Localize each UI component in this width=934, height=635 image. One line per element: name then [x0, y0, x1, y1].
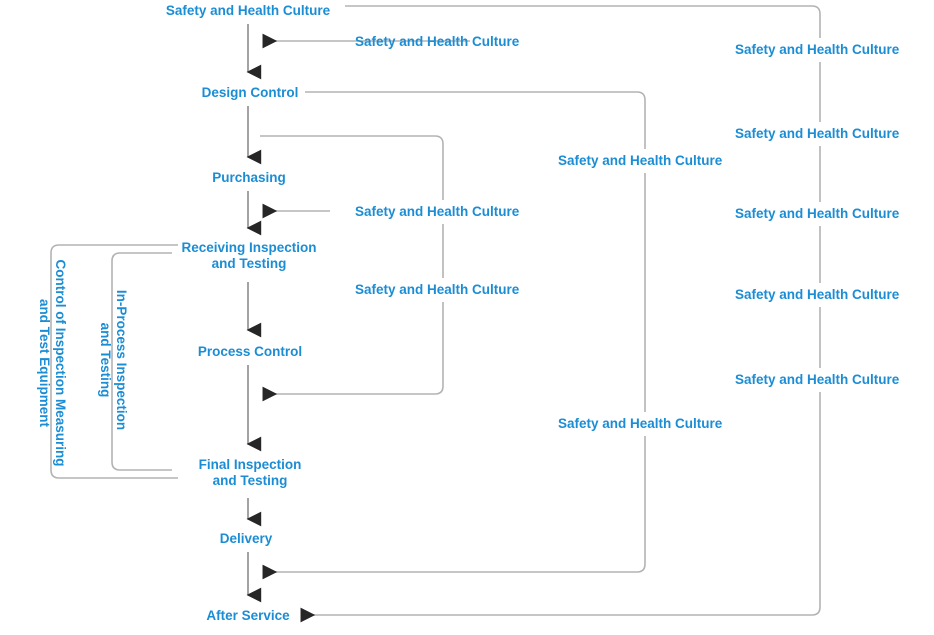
inner-loop-bottom-to-process-control [262, 302, 444, 402]
mid-loop-bottom-to-delivery [262, 436, 646, 580]
culture-label-right-2[interactable]: Safety and Health Culture [735, 126, 900, 141]
node-safety-and-health-culture[interactable]: Safety and Health Culture [165, 3, 331, 18]
outer-loop-top-segment [345, 5, 821, 38]
culture-label-mid-1[interactable]: Safety and Health Culture [558, 153, 723, 168]
node-process-control[interactable]: Process Control [197, 344, 303, 359]
left-bracket-connectors [50, 244, 178, 479]
culture-label-right-4[interactable]: Safety and Health Culture [735, 287, 900, 302]
culture-label-right-3[interactable]: Safety and Health Culture [735, 206, 900, 221]
culture-label-right-1[interactable]: Safety and Health Culture [735, 42, 900, 57]
node-purchasing[interactable]: Purchasing [212, 170, 286, 185]
bracket-in-process-inspection [111, 252, 172, 471]
node-final-inspection-and-testing[interactable]: Final Inspection and Testing [198, 457, 302, 488]
inner-loop-from-purchasing [260, 135, 444, 200]
inner-feedback-loop [260, 135, 444, 402]
node-design-control[interactable]: Design Control [201, 85, 299, 100]
node-delivery[interactable]: Delivery [219, 531, 273, 546]
bracket-control-of-inspection-equipment [50, 244, 178, 479]
node-after-service[interactable]: After Service [206, 608, 290, 623]
mid-loop-from-design-control [305, 91, 646, 149]
culture-label-right-5[interactable]: Safety and Health Culture [735, 372, 900, 387]
outer-loop-bottom-to-after-service [300, 392, 821, 623]
culture-label-purchasing-inline[interactable]: Safety and Health Culture [355, 204, 520, 219]
culture-label-top-inline[interactable]: Safety and Health Culture [355, 34, 520, 49]
side-label-control-of-inspection-measuring-and-test-equipment[interactable]: Control of Inspection Measuring and Test… [37, 259, 69, 467]
side-label-in-process-inspection-and-testing[interactable]: In-Process Inspection and Testing [98, 289, 130, 431]
culture-label-mid-2[interactable]: Safety and Health Culture [558, 416, 723, 431]
inbound-culture-arrows [262, 33, 470, 219]
middle-feedback-loop [262, 91, 646, 580]
culture-label-inner-1[interactable]: Safety and Health Culture [355, 282, 520, 297]
node-receiving-inspection-and-testing[interactable]: Receiving Inspection and Testing [181, 240, 317, 271]
outer-feedback-loop [300, 5, 821, 623]
